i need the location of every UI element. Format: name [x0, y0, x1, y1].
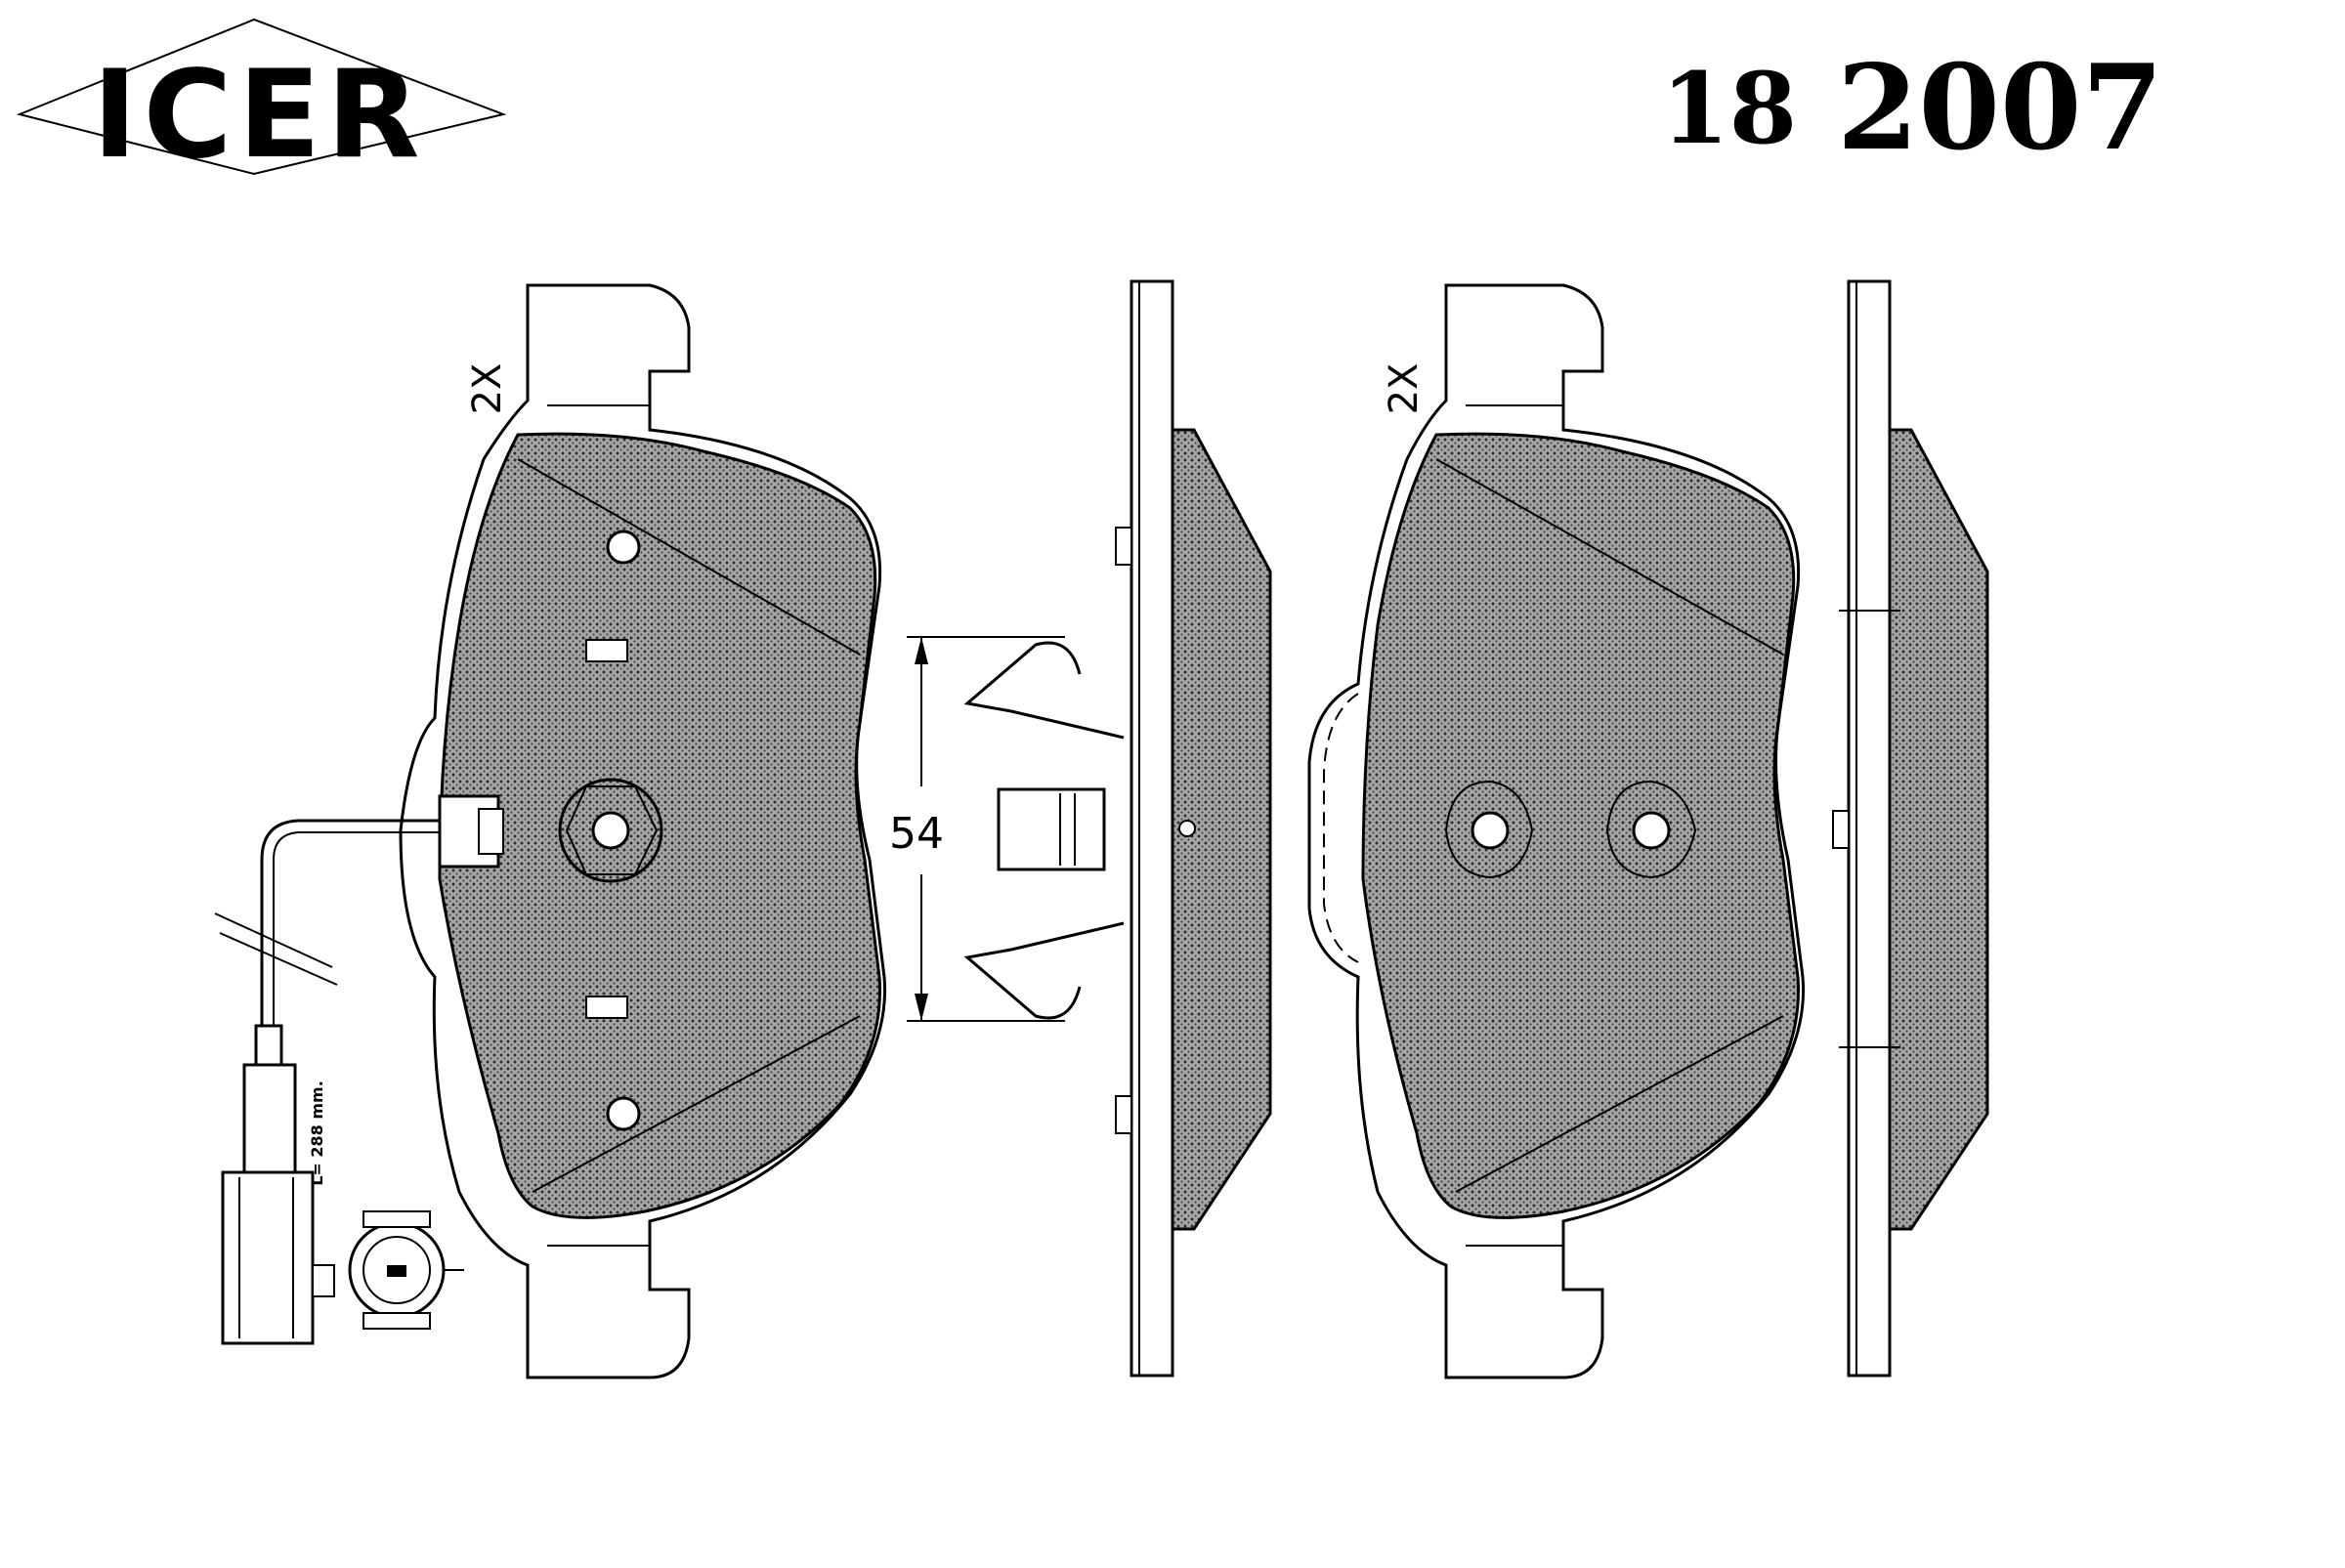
rivet-top [606, 530, 641, 565]
icer-logo: ICER [16, 18, 507, 186]
cable-sleeve [254, 1024, 283, 1067]
sensor-cable [260, 819, 440, 1026]
chamfer-line-top [517, 458, 861, 656]
pad-right-front-view [1307, 283, 1806, 1379]
connector-end-view [348, 1210, 464, 1330]
dim-arrow-top [915, 637, 928, 664]
chamfer-line-top-right [1435, 458, 1784, 656]
side-notch-top [1115, 527, 1132, 566]
connector-latch [312, 1264, 335, 1297]
break-line-2 [219, 932, 338, 986]
friction-lining-left [438, 432, 881, 1219]
brand-name: ICER [92, 45, 425, 186]
sensor-length-label: L= 288 mm. [308, 1081, 326, 1186]
pad-left-side-view [1115, 279, 1272, 1377]
sensor-clip-tab [478, 808, 504, 855]
lining-side-right [1888, 428, 1989, 1231]
connector-upper [242, 1063, 297, 1174]
spring-clip-slot-top [585, 639, 628, 662]
quantity-label-right: 2X [1382, 363, 1427, 415]
spring-lower-arm [963, 921, 1125, 1020]
logo-diamond [16, 18, 507, 176]
chamfer-line-bottom-right [1455, 1015, 1784, 1193]
piston-circle-inner [591, 811, 630, 850]
sensor-cable-inner [273, 831, 440, 1026]
connector-pin [387, 1265, 406, 1277]
mount-boss-right [1605, 780, 1697, 879]
connector-lower [221, 1170, 315, 1345]
piston-hex [565, 785, 659, 875]
quantity-label-left: 2X [465, 363, 510, 415]
anti-rattle-spring [963, 641, 1125, 1020]
friction-lining-right [1361, 432, 1800, 1219]
side-pin-left [1178, 820, 1196, 837]
dim-arrow-bottom [915, 994, 928, 1021]
pad-left-front-view [399, 283, 887, 1379]
backplate-side-left [1130, 279, 1174, 1377]
piston-circle-outer [558, 778, 663, 883]
side-notch-bottom [1115, 1095, 1132, 1134]
connector-key-top [362, 1210, 431, 1228]
chamfer-line-bottom [532, 1015, 861, 1193]
mount-boss-left [1444, 780, 1534, 879]
spring-clip-slot-bottom [585, 996, 628, 1019]
dimension-54: 54 [889, 636, 1065, 1022]
pad-right-side-view [1832, 279, 1989, 1377]
spring-center-tab [997, 787, 1106, 871]
wear-sensor: L= 288 mm. [214, 794, 504, 1345]
part-prefix: 18 [1661, 51, 1797, 166]
backplate-side-right [1847, 279, 1892, 1377]
side-notch-right [1832, 810, 1850, 849]
connector-key-bottom [362, 1312, 431, 1330]
mount-hole-left [1471, 811, 1510, 850]
spring-upper-arm [963, 641, 1125, 740]
lining-side-left [1171, 428, 1272, 1231]
dimension-value: 54 [889, 809, 944, 859]
mount-hole-right [1632, 811, 1671, 850]
rivet-bottom [606, 1096, 641, 1131]
ear-dash-right [1323, 693, 1359, 963]
part-number: 2007 [1837, 39, 2163, 177]
break-line-1 [214, 912, 333, 968]
connector-face-inner [362, 1236, 431, 1304]
